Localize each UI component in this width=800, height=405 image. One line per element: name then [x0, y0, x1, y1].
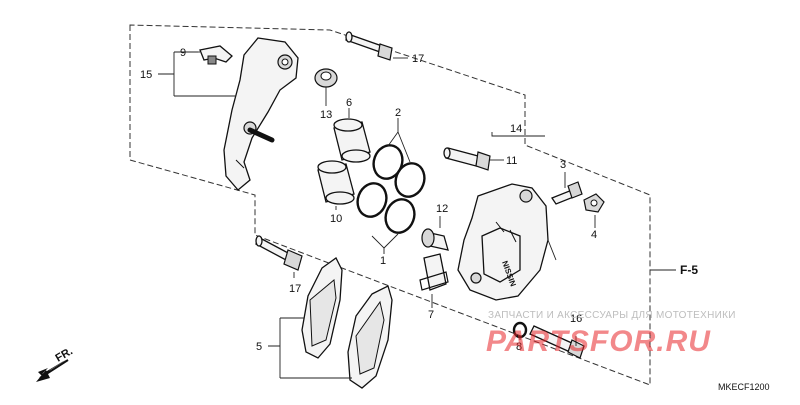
o-ring	[512, 321, 528, 339]
bleeder-cap	[583, 193, 605, 213]
caliper-bracket	[223, 37, 299, 191]
brake-pad-outer	[347, 285, 393, 389]
label-13: 13	[320, 109, 332, 121]
bleeder-valve	[551, 181, 583, 205]
label-10: 10	[330, 213, 342, 225]
label-11: 11	[506, 155, 517, 167]
label-15: 15	[140, 69, 152, 81]
label-14: 14	[510, 123, 522, 135]
piston-seals-upper	[372, 144, 426, 198]
label-4: 4	[591, 229, 597, 241]
mounting-bolt-top	[345, 31, 393, 61]
leader-lines	[158, 51, 676, 379]
front-direction-arrow	[36, 359, 69, 382]
direction-label: FR.	[54, 345, 75, 364]
label-17-lower: 17	[289, 283, 301, 295]
label-6: 6	[346, 97, 352, 109]
caliper-body: NISSIN	[457, 183, 549, 301]
label-12: 12	[436, 203, 448, 215]
group-boundary-line	[129, 24, 651, 386]
slide-pin-lower	[529, 325, 585, 359]
label-5: 5	[256, 341, 262, 353]
pin-boot	[314, 68, 338, 88]
piston-lower	[317, 160, 355, 205]
diagram-code: MKECF1200	[718, 382, 770, 392]
ref-label-f5: F-5	[680, 263, 698, 277]
watermark-tagline: ЗАПЧАСТИ И АКСЕССУАРЫ ДЛЯ МОТОТЕХНИКИ	[488, 310, 736, 321]
label-7: 7	[428, 309, 434, 321]
pad-pin	[421, 228, 449, 251]
brake-pad-inner	[301, 257, 343, 359]
mounting-bolt-lower	[255, 235, 303, 271]
pad-spring-clip	[199, 45, 233, 65]
pad-retainer	[419, 253, 449, 291]
piston-upper	[333, 118, 371, 163]
slide-pin	[443, 147, 491, 171]
label-3: 3	[560, 159, 566, 171]
label-16: 16	[570, 313, 582, 325]
label-17-top: 17	[412, 53, 424, 65]
label-2: 2	[395, 107, 401, 119]
label-9: 9	[180, 47, 186, 59]
watermark-brand: PARTSFOR.RU	[486, 325, 711, 358]
piston-seals-lower	[356, 182, 416, 234]
label-8: 8	[516, 341, 522, 353]
label-1: 1	[380, 255, 386, 267]
